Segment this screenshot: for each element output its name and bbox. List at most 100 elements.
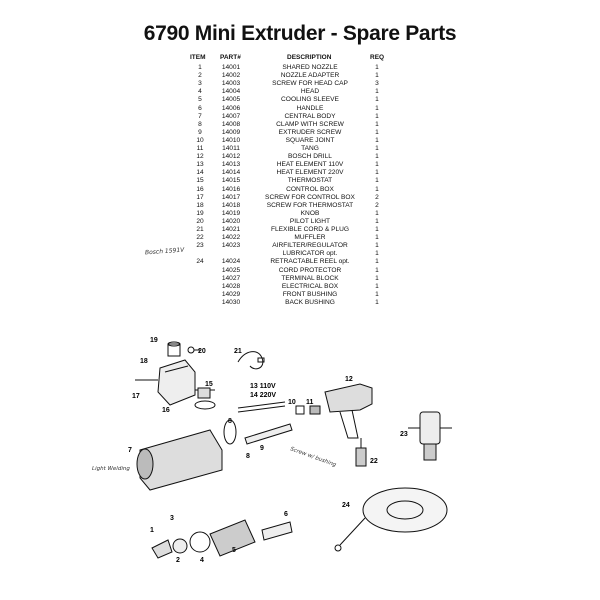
description-cell: BACK BUSHING (285, 298, 335, 306)
req-cell: 1 (375, 96, 379, 104)
part-number-cell: 14010 (221, 136, 241, 144)
item-cell: 14 (196, 169, 204, 177)
callout-2: 2 (176, 557, 180, 564)
item-cell: 2 (198, 72, 202, 80)
description-cell: NOZZLE ADAPTER (280, 72, 340, 80)
part-number-cell: 14009 (221, 128, 241, 136)
diagram-drawing (135, 341, 452, 559)
part-number-cell: 14029 (221, 290, 241, 298)
req-cell: 1 (375, 282, 379, 290)
req-cell: 1 (375, 64, 379, 71)
part-number-cell: 14030 (221, 298, 241, 306)
callout-18: 18 (140, 358, 148, 365)
callout-16: 16 (162, 407, 170, 414)
part-number-cell: 14001 (221, 64, 241, 71)
description-cell: FRONT BUSHING (282, 290, 338, 298)
description-cell: BOSCH DRILL (288, 153, 332, 161)
callout-19: 19 (150, 337, 158, 344)
item-cell: 20 (196, 217, 204, 225)
req-cell: 3 (375, 80, 379, 88)
part-number-cell: 14019 (221, 209, 241, 217)
callout-15: 15 (205, 381, 213, 388)
column-header-description: DESCRIPTION (287, 54, 332, 61)
part-number-cell: 14023 (221, 242, 241, 250)
callout-3: 3 (170, 515, 174, 522)
part-number-cell: 14028 (221, 282, 241, 290)
item-cell: 5 (198, 96, 202, 104)
req-cell: 1 (375, 169, 379, 177)
item-cell: 22 (196, 234, 204, 242)
req-cell: 1 (375, 209, 379, 217)
callout-7: 7 (128, 447, 132, 454)
part-number-cell: 14014 (221, 169, 241, 177)
req-cell: 1 (375, 250, 379, 258)
item-cell: 6 (198, 104, 202, 112)
description-cell: CENTRAL BODY (284, 112, 336, 120)
part-number-cell: 14013 (221, 161, 241, 169)
description-cell: MUFFLER (294, 234, 326, 242)
req-cell: 1 (375, 128, 379, 136)
description-cell: THERMOSTAT (287, 177, 333, 185)
callout-17: 17 (132, 393, 140, 400)
callout-12: 12 (345, 376, 353, 383)
description-cell: AIRFILTER/REGULATOR (272, 242, 348, 250)
callout-8: 8 (228, 418, 232, 425)
description-cell: HANDLE (296, 104, 324, 112)
part-number-cell: 14021 (221, 226, 241, 233)
part-number-cell: 14002 (221, 72, 241, 80)
item-cell: 17 (196, 193, 204, 201)
callout-10: 10 (288, 399, 296, 406)
item-cell: 23 (196, 242, 204, 250)
req-cell: 1 (375, 258, 379, 266)
item-cell: 24 (196, 258, 204, 266)
req-cell: 1 (375, 145, 379, 152)
item-cell: 8 (198, 120, 202, 128)
callout-14: 14 220V (250, 392, 276, 399)
description-cell: CORD PROTECTOR (278, 266, 342, 274)
req-cell: 1 (375, 226, 379, 233)
callout-22: 22 (370, 458, 378, 465)
part-number-cell: 14004 (221, 88, 241, 96)
part-number-cell: 14012 (221, 153, 241, 161)
column-header-req: REQ (370, 54, 385, 61)
callout-11: 11 (306, 399, 314, 406)
table-row: 23 14023 AIRFILTER/REGULATOR 1 (0, 242, 600, 250)
table-row: LUBRICATOR opt. 1 (0, 250, 600, 258)
callout-13: 13 110V (250, 383, 276, 390)
description-cell: TANG (301, 145, 319, 152)
item-cell: 12 (196, 153, 204, 161)
column-header-part: PART# (220, 54, 241, 61)
description-cell: FLEXIBLE CORD & PLUG (270, 226, 350, 233)
item-cell: 19 (196, 209, 204, 217)
description-cell: LUBRICATOR opt. (282, 250, 338, 258)
description-cell: CLAMP WITH SCREW (276, 120, 344, 128)
part-number-cell: 14011 (222, 145, 240, 152)
description-cell: SCREW FOR CONTROL BOX (265, 193, 355, 201)
item-cell: 18 (196, 201, 204, 209)
req-cell: 1 (375, 177, 379, 185)
req-cell: 1 (375, 242, 379, 250)
callout-24: 24 (342, 502, 350, 509)
callout-4: 4 (200, 557, 204, 564)
callout-8b: 8 (246, 453, 250, 460)
description-cell: SCREW FOR THERMOSTAT (266, 201, 354, 209)
part-number-cell: 14020 (221, 217, 241, 225)
